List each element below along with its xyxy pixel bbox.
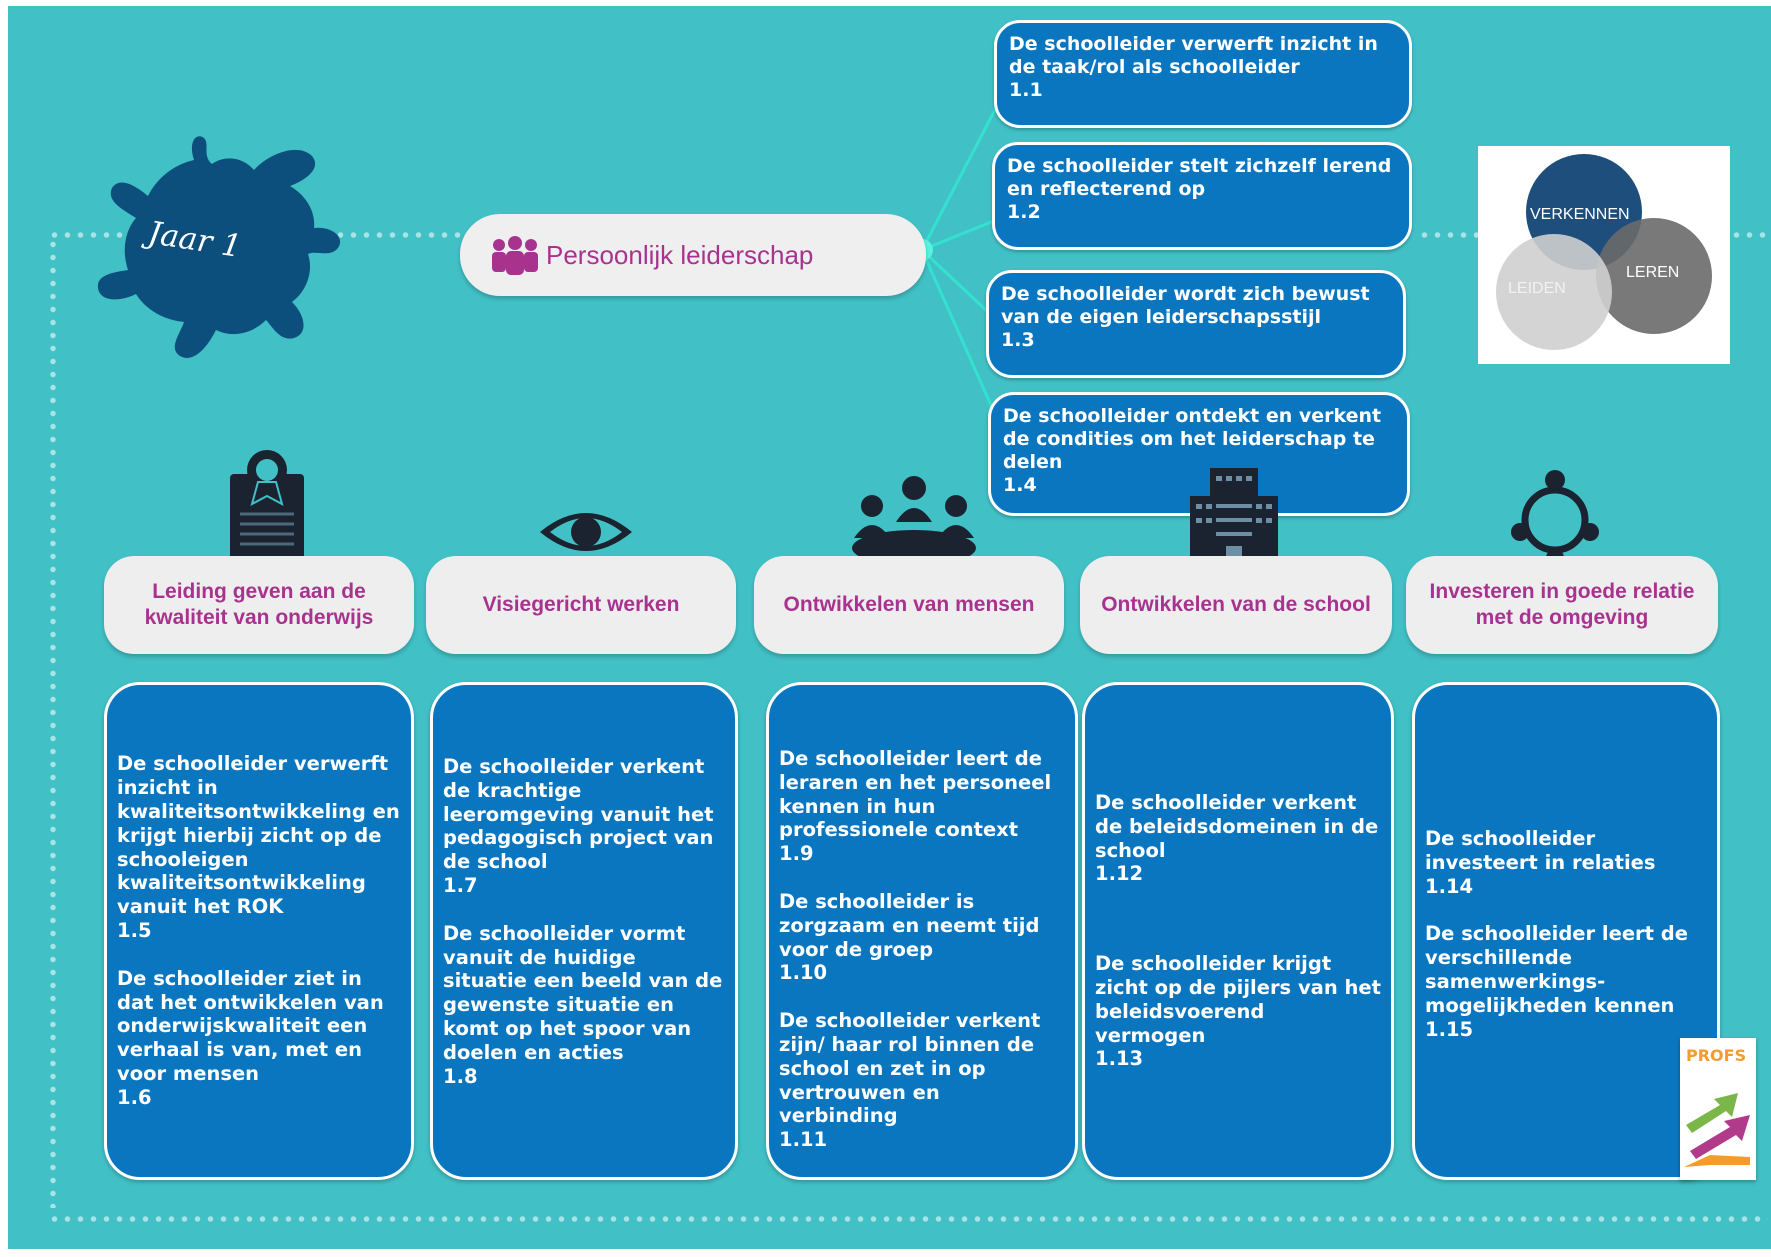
persoonlijk-leiderschap-node: Persoonlijk leiderschap [460,214,926,296]
domain-heading-school: Ontwikkelen van de school [1080,556,1392,654]
domain-heading-visie: Visiegericht werken [426,556,736,654]
dotted-frame-left [50,238,56,1208]
venn-label-leren: LEREN [1626,264,1680,281]
goal-1-3: De schoolleider wordt zich bewust van de… [986,270,1406,378]
venn-label-leiden: LEIDEN [1508,280,1566,297]
book-arrows-illustration [1684,1093,1750,1167]
domain-column-visie: De schoolleider verkent de krachtige lee… [430,682,738,1180]
domain-heading-mensen: Ontwikkelen van mensen [754,556,1064,654]
domain-column-kwaliteit: De schoolleider verwerft inzicht in kwal… [104,682,414,1180]
people-group-icon [492,236,538,275]
domain-heading-omgeving: Investeren in goede relatie met de omgev… [1406,556,1718,654]
book-title: PROFS [1686,1046,1747,1065]
connector-lines [911,103,1000,413]
central-topic-label: Persoonlijk leiderschap [546,239,814,270]
goal-1-4: De schoolleider ontdekt en verkent de co… [988,392,1410,516]
domain-column-omgeving: De schoolleider investeert in relaties 1… [1412,682,1720,1180]
venn-diagram: VERKENNEN LEREN LEIDEN [1478,146,1730,364]
dotted-frame-bottom [48,1216,1768,1222]
diagram-canvas: Jaar 1 Persoonlijk leiderschap De school… [8,6,1771,1249]
splash-blob [97,136,341,358]
venn-label-verkennen: VERKENNEN [1530,206,1630,223]
certificate-icon [230,450,304,560]
domain-column-school: De schoolleider verkent de beleidsdomein… [1082,682,1394,1180]
domain-column-mensen: De schoolleider leert de leraren en het … [766,682,1078,1180]
goal-1-1: De schoolleider verwerft inzicht in de t… [994,20,1412,128]
people-circle-icon [1511,470,1599,567]
goal-1-2: De schoolleider stelt zichzelf lerend en… [992,142,1412,250]
eye-icon [540,513,632,551]
domain-heading-kwaliteit: Leiding geven aan de kwaliteit van onder… [104,556,414,654]
profs-book-cover: PROFS [1680,1038,1756,1180]
venn-circles [1496,154,1712,350]
